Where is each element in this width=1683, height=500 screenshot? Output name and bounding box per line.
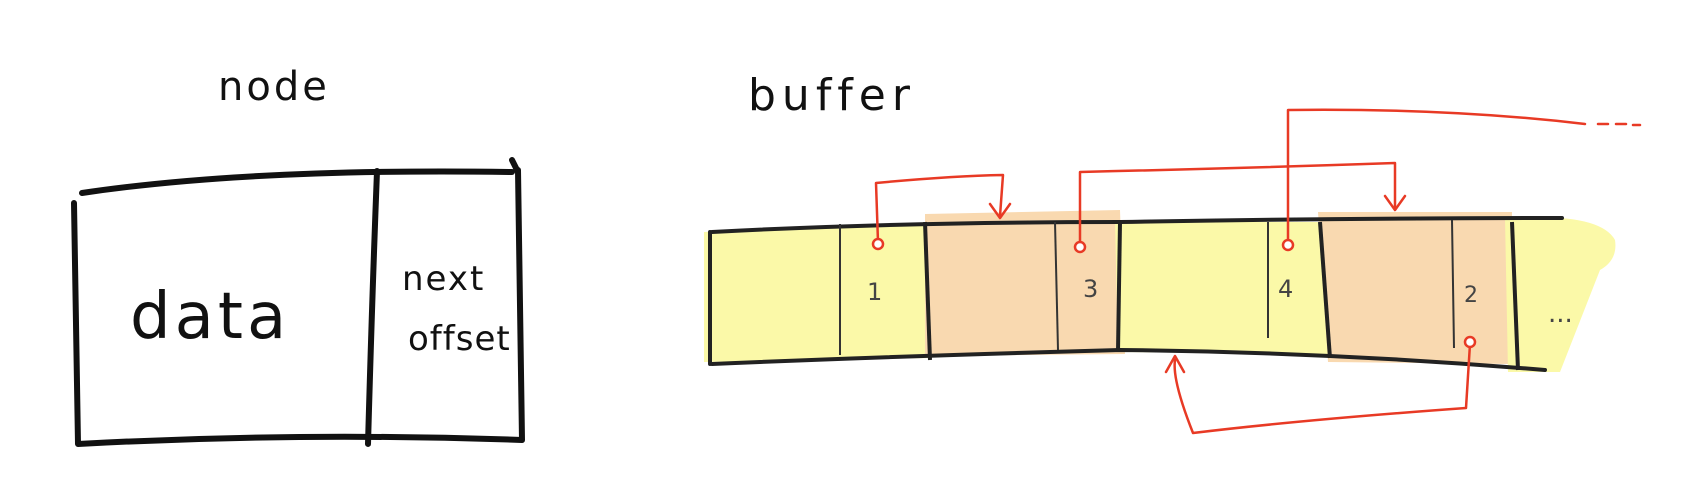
buffer-title: buffer (748, 70, 916, 121)
buffer-highlight-yellow-2 (1115, 222, 1328, 354)
cell-label: 2 (1464, 283, 1478, 308)
arrow-trail (1596, 122, 1642, 127)
cell-separator (1510, 221, 1520, 371)
arrowhead (1164, 354, 1186, 374)
node-divider (365, 168, 380, 447)
buffer-highlight-orange-2 (1318, 212, 1512, 364)
arrow-origin-dot (871, 237, 885, 251)
arrow-origins (871, 237, 1477, 349)
arrow-origin-dot (1281, 238, 1295, 252)
next-offset-arrows (874, 108, 1642, 435)
arrow-1-to-3 (874, 173, 1005, 244)
buffer-highlight-yellow-3 (1505, 216, 1616, 372)
cell-separator (923, 221, 932, 361)
cell-label: 4 (1278, 275, 1293, 303)
buffer-continuation: ... (1548, 299, 1573, 329)
cell-label: 1 (867, 278, 882, 306)
arrow-origin-dot (1073, 240, 1087, 254)
arrow-4-to-continuation (1286, 108, 1587, 244)
node-field-data: data (130, 280, 290, 354)
cell-separator (1318, 221, 1332, 359)
buffer-highlight-yellow-1 (704, 222, 932, 362)
node-title: node (218, 64, 330, 110)
node-diagram: node data next offset (71, 64, 525, 447)
arrow-3-to-4 (1078, 161, 1397, 247)
offset-field-divider (1054, 221, 1059, 351)
arrowhead (988, 202, 1012, 220)
node-field-offset: offset (408, 319, 511, 359)
offset-field-divider (1451, 219, 1455, 349)
arrow-2-to-3 (1173, 342, 1472, 435)
cell-separator (1116, 221, 1122, 353)
arrowhead (1383, 194, 1407, 212)
node-box-outline (71, 157, 525, 447)
cell-label: 3 (1083, 275, 1098, 303)
node-field-next: next (402, 259, 485, 299)
buffer-diagram: buffer 1 3 4 2 ... (704, 70, 1642, 435)
arrow-origin-dot (1463, 335, 1477, 349)
